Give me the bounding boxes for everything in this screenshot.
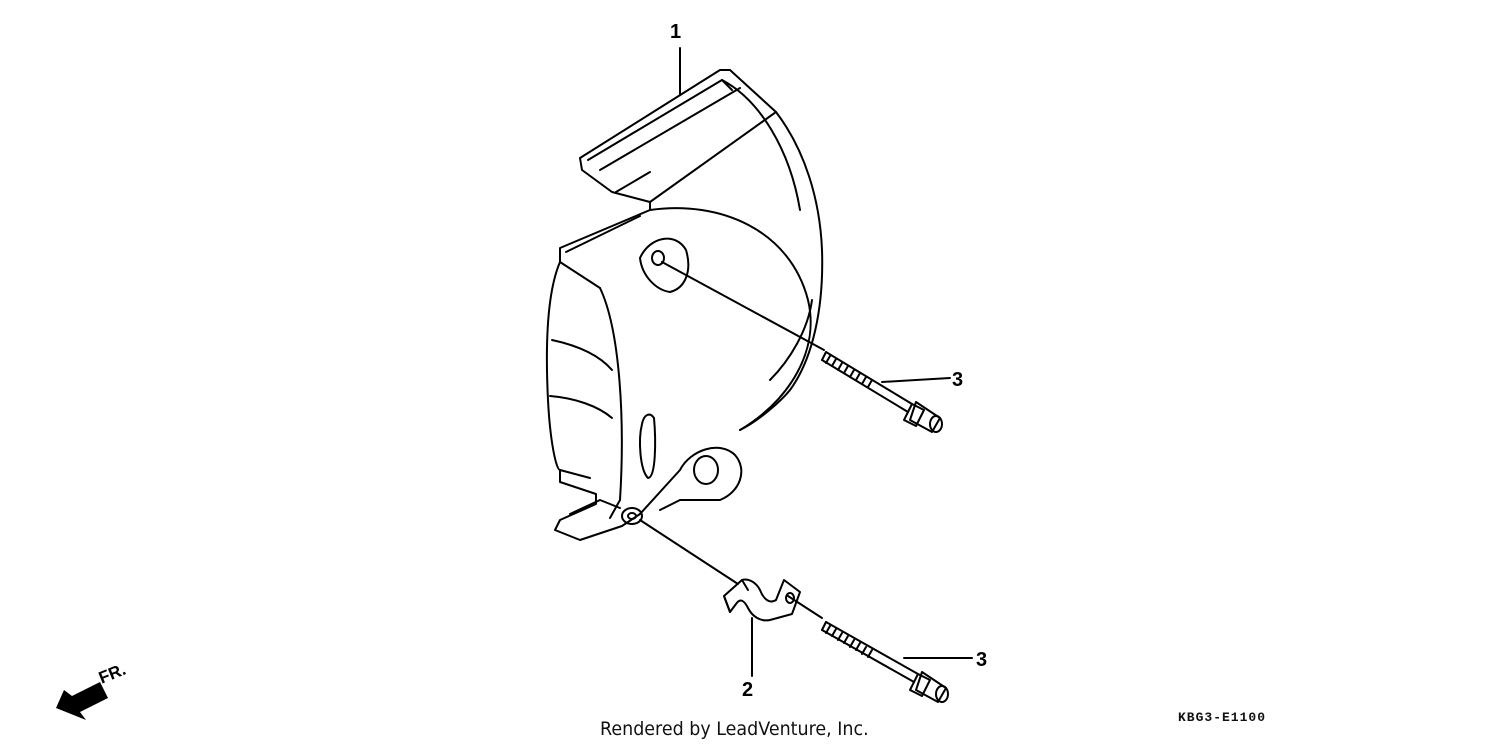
front-direction-arrow-icon: [56, 682, 108, 720]
clamp-bracket-part: [723, 578, 801, 622]
callout-3-lower: 3: [976, 649, 988, 671]
leader-line-3a: [881, 377, 951, 383]
diagram-code: KBG3-E1100: [1178, 710, 1267, 725]
flange-bolt-upper-part: [821, 351, 943, 433]
callout-2: 2: [742, 679, 754, 701]
render-credit: Rendered by LeadVenture, Inc.: [600, 718, 869, 740]
leader-line-upper-bolt: [661, 261, 825, 351]
leader-line-lower-hole: [639, 519, 739, 585]
callout-1: 1: [670, 21, 682, 43]
callout-3-upper: 3: [952, 369, 964, 391]
flange-bolt-lower-part: [821, 621, 949, 703]
sprocket-cover-part: [545, 69, 824, 541]
